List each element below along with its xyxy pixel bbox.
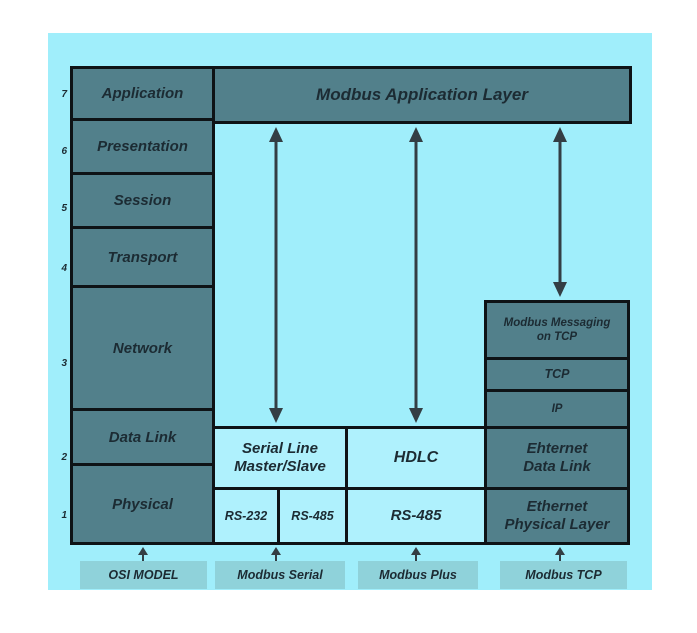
osi-layer-number-7: 7 [61,89,67,100]
arrow-stem [414,139,418,411]
arrow-stem [142,554,144,561]
tcp-stack-arrow [552,127,568,297]
hdlc-box: HDLC [345,426,487,490]
rs485-serial-box: RS-485 [277,487,348,545]
arrow-stem [415,554,417,561]
osi-layer-number-1: 1 [61,510,67,521]
arrow-stem [274,139,278,411]
modbus-tcp-stack: Modbus Messaging on TCP TCP IP [484,300,630,429]
modbus-application-layer-box: Modbus Application Layer [212,66,632,124]
modbus-serial-pointer-arrow [270,547,282,561]
osi-layer-number-5: 5 [61,203,67,214]
osi-layer-transport: Transport [73,229,212,288]
osi-layer-data-link: Data Link [73,411,212,466]
rs232-box: RS-232 [212,487,280,545]
arrow-up-head [411,547,421,555]
arrow-stem [559,554,561,561]
footer-label-modbus-serial: Modbus Serial [215,561,345,589]
osi-layer-number-4: 4 [61,263,67,274]
arrow-up-head [269,127,283,142]
arrow-down-head [409,408,423,423]
footer-label-osi-model: OSI MODEL [80,561,207,589]
arrow-down-head [269,408,283,423]
ip-box: IP [487,392,627,426]
osi-layer-number-6: 6 [61,146,67,157]
arrow-down-head [553,282,567,297]
osi-layer-number-2: 2 [61,452,67,463]
serial-stack-arrow [268,127,284,423]
osi-model-column: Application Presentation Session Transpo… [70,66,215,545]
footer-label-modbus-tcp: Modbus TCP [500,561,627,589]
serial-line-master-slave-box: Serial Line Master/Slave [212,426,348,490]
arrow-stem [275,554,277,561]
rs485-plus-box: RS-485 [345,487,487,545]
arrow-up-head [555,547,565,555]
ethernet-physical-layer-box: Ethernet Physical Layer [484,487,630,545]
osi-layer-physical: Physical [73,466,212,542]
ethernet-data-link-box: Ehternet Data Link [484,426,630,490]
diagram-panel: 7 6 5 4 3 2 1 Application Presentation S… [48,33,652,590]
osi-model-pointer-arrow [137,547,149,561]
osi-layer-session: Session [73,175,212,229]
tcp-box: TCP [487,360,627,392]
footer-label-modbus-plus: Modbus Plus [358,561,478,589]
modbus-messaging-on-tcp-box: Modbus Messaging on TCP [487,303,627,360]
modbus-tcp-pointer-arrow [554,547,566,561]
plus-stack-arrow [408,127,424,423]
arrow-up-head [553,127,567,142]
osi-layer-network: Network [73,288,212,411]
osi-layer-presentation: Presentation [73,121,212,175]
osi-layer-number-3: 3 [61,358,67,369]
osi-layer-application: Application [73,69,212,121]
arrow-up-head [271,547,281,555]
arrow-up-head [409,127,423,142]
arrow-up-head [138,547,148,555]
arrow-stem [558,139,562,285]
modbus-plus-pointer-arrow [410,547,422,561]
